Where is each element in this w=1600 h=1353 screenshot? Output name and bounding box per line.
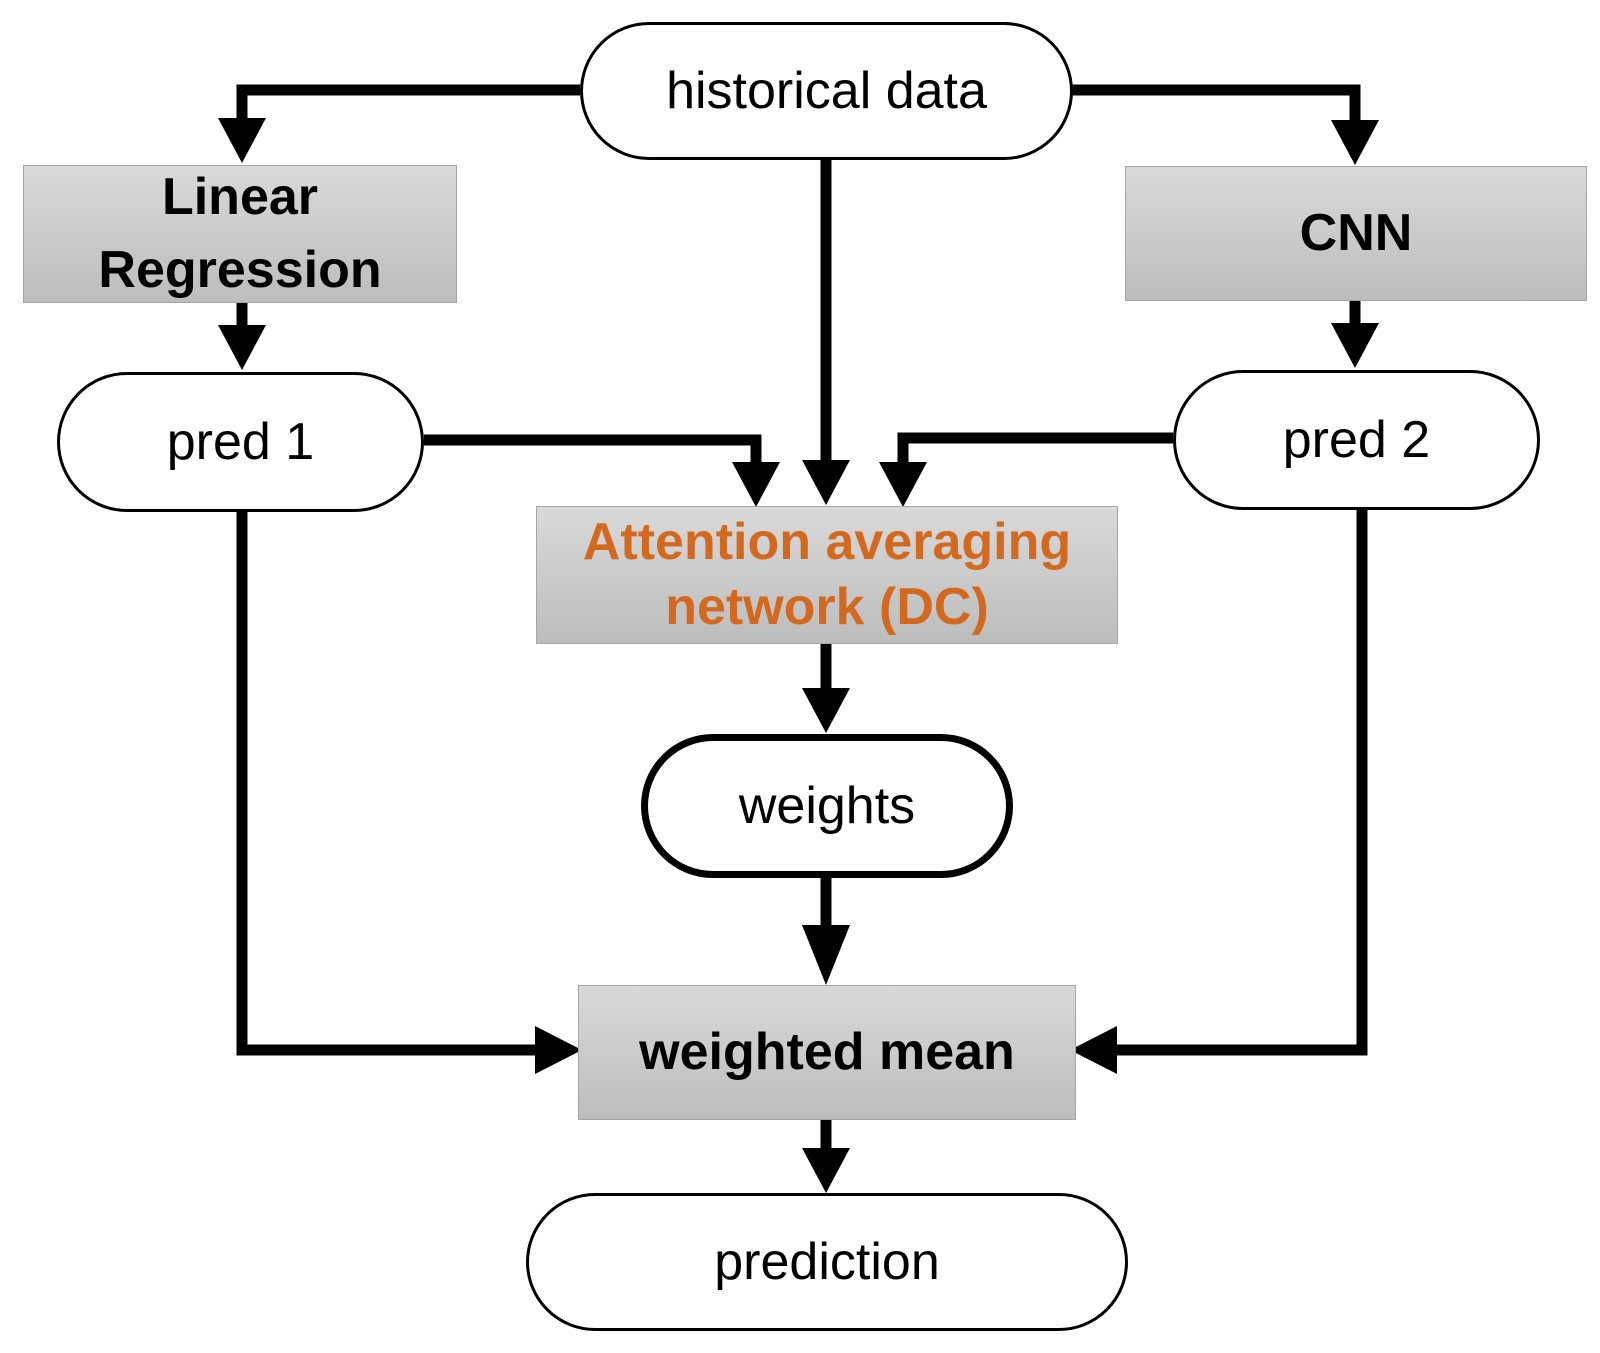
node-weighted-mean: weighted mean	[578, 985, 1076, 1120]
edge-pred1-to-weighted-mean	[236, 512, 540, 1056]
arrowhead-attention-left	[732, 462, 780, 507]
arrowhead-attention-right	[879, 462, 927, 507]
node-prediction-label: prediction	[714, 1233, 940, 1291]
node-historical-data-label: historical data	[666, 62, 987, 120]
arrowhead-weighted-mean-top	[802, 925, 850, 985]
node-weights-label: weights	[738, 777, 916, 835]
edge-historical-to-cnn	[1072, 84, 1361, 120]
arrowhead-linear	[218, 118, 266, 163]
node-pred-2-label: pred 2	[1282, 411, 1431, 469]
arrowhead-weighted-mean-right	[1070, 1026, 1117, 1074]
arrowhead-pred2	[1331, 323, 1379, 368]
node-pred-1: pred 1	[57, 372, 424, 512]
edge-pred2-to-attention	[897, 432, 1173, 462]
node-attention-network: Attention averaging network (DC)	[536, 506, 1118, 644]
arrowhead-prediction	[802, 1148, 850, 1193]
arrowhead-cnn	[1331, 120, 1379, 165]
node-cnn-label: CNN	[1299, 204, 1413, 263]
node-linear-regression: Linear Regression	[23, 165, 457, 303]
node-historical-data: historical data	[580, 22, 1073, 160]
edge-pred1-to-attention	[424, 434, 762, 462]
node-prediction: prediction	[526, 1193, 1128, 1331]
edge-pred2-to-weighted-mean	[1113, 510, 1368, 1056]
edge-historical-to-linear	[236, 84, 580, 118]
arrowhead-weights	[802, 688, 850, 733]
node-pred-1-label: pred 1	[166, 413, 315, 471]
node-pred-2: pred 2	[1173, 370, 1540, 510]
node-weights: weights	[641, 734, 1013, 878]
arrowhead-attention-center	[802, 460, 850, 505]
node-attention-network-label: Attention averaging network (DC)	[582, 513, 1072, 636]
arrowhead-pred1	[218, 325, 266, 370]
node-cnn: CNN	[1125, 166, 1587, 301]
node-linear-regression-label: Linear Regression	[98, 168, 382, 299]
arrowhead-weighted-mean-left	[535, 1026, 582, 1074]
node-weighted-mean-label: weighted mean	[639, 1023, 1015, 1082]
